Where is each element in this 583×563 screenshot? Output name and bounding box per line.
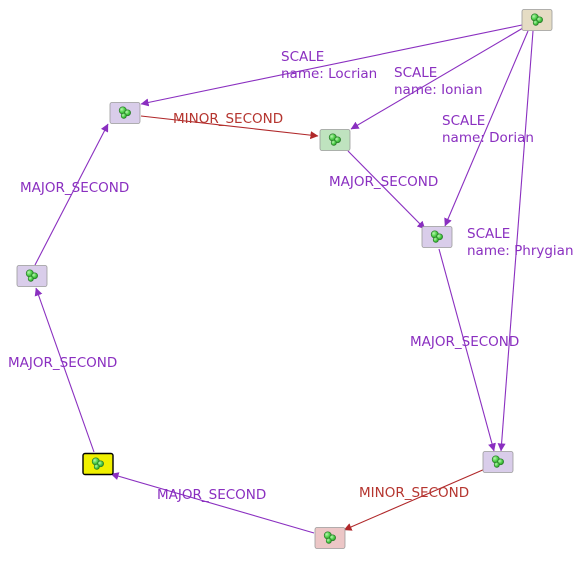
edge-label-dorian-phrygian-0: MAJOR_SECOND xyxy=(410,334,519,350)
edge-root-locrian[interactable] xyxy=(140,24,523,107)
node-root[interactable] xyxy=(521,9,553,31)
node-cluster-icon xyxy=(118,106,131,119)
edge-label-root-dorian-0: SCALE xyxy=(442,113,485,129)
edge-label-leftmid-locrian-0: MAJOR_SECOND xyxy=(20,180,129,196)
edge-phrygian-bottom[interactable] xyxy=(343,468,486,531)
edge-bottom-selected[interactable] xyxy=(110,472,315,534)
node-bottom[interactable] xyxy=(314,527,346,549)
edge-label-bottom-selected-0: MAJOR_SECOND xyxy=(157,487,266,503)
node-cluster-icon xyxy=(430,230,443,243)
edge-label-phrygian-bottom-0: MINOR_SECOND xyxy=(359,485,469,501)
edge-label-locrian-ionian-0: MINOR_SECOND xyxy=(173,111,283,127)
node-cluster-icon xyxy=(323,531,336,544)
edge-label-root-locrian-0: SCALE xyxy=(281,49,324,65)
edge-label-root-ionian-1: name: Ionian xyxy=(394,82,483,98)
edge-root-ionian[interactable] xyxy=(350,27,524,130)
edge-label-root-phrygian-1: name: Phrygian xyxy=(467,243,574,259)
edge-selected-leftmid[interactable] xyxy=(34,287,95,453)
node-dorian[interactable] xyxy=(421,226,453,248)
node-left_mid[interactable] xyxy=(16,265,48,287)
node-phrygian[interactable] xyxy=(482,451,514,473)
edge-root-phrygian[interactable] xyxy=(497,30,534,452)
node-selected_node[interactable] xyxy=(82,452,114,476)
node-ionian[interactable] xyxy=(319,129,351,151)
edges-layer xyxy=(34,24,534,534)
edge-label-root-dorian-1: name: Dorian xyxy=(442,130,534,146)
node-cluster-icon xyxy=(91,457,104,470)
nodes-layer xyxy=(16,9,553,549)
node-locrian[interactable] xyxy=(109,102,141,124)
edge-root-dorian[interactable] xyxy=(444,30,529,227)
edge-dorian-phrygian[interactable] xyxy=(438,248,496,452)
edge-label-root-locrian-1: name: Locrian xyxy=(281,66,377,82)
edge-label-ionian-dorian-0: MAJOR_SECOND xyxy=(329,174,438,190)
edge-ionian-dorian[interactable] xyxy=(347,150,426,230)
node-cluster-icon xyxy=(491,455,504,468)
node-cluster-icon xyxy=(530,13,543,26)
edge-label-selected-leftmid-0: MAJOR_SECOND xyxy=(8,355,117,371)
node-cluster-icon xyxy=(328,133,341,146)
node-cluster-icon xyxy=(25,269,38,282)
edge-locrian-ionian[interactable] xyxy=(140,115,319,140)
edge-label-root-phrygian-0: SCALE xyxy=(467,226,510,242)
edge-leftmid-locrian[interactable] xyxy=(34,123,109,266)
edge-label-root-ionian-0: SCALE xyxy=(394,65,437,81)
